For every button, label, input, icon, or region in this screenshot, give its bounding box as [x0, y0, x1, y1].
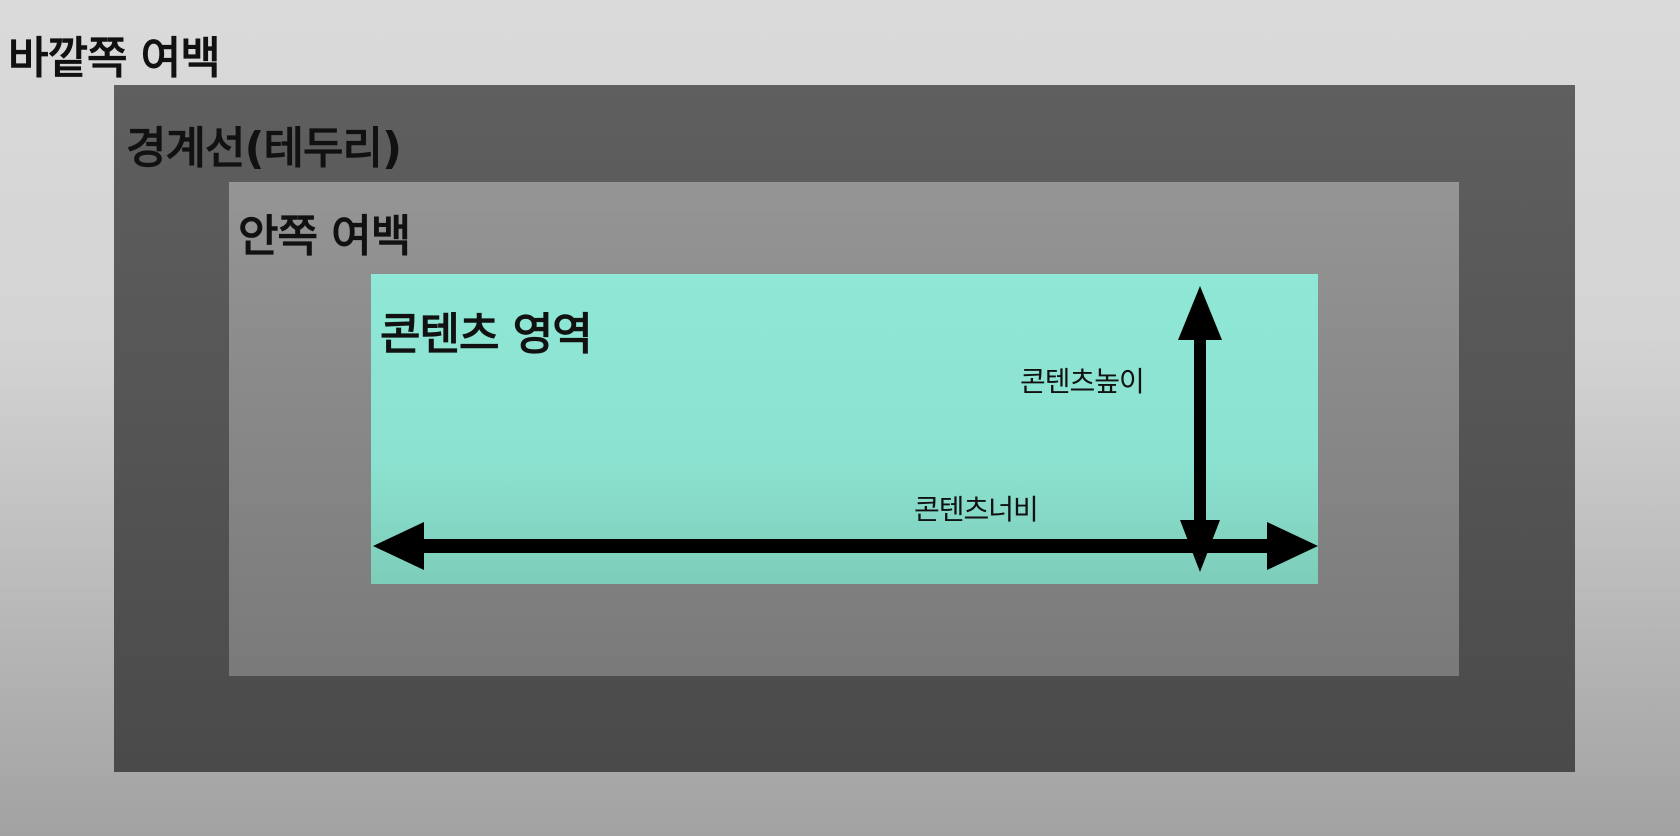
content-height-label: 콘텐츠높이 — [1020, 365, 1145, 398]
height-arrow — [1178, 286, 1222, 572]
content-width-label: 콘텐츠너비 — [914, 493, 1039, 526]
content-box — [371, 274, 1318, 584]
border-label: 경계선(테두리) — [126, 123, 402, 174]
width-arrow — [373, 522, 1318, 570]
margin-label: 바깥쪽 여백 — [8, 33, 221, 84]
content-label: 콘텐츠 영역 — [380, 309, 593, 360]
padding-label: 안쪽 여백 — [238, 211, 411, 262]
